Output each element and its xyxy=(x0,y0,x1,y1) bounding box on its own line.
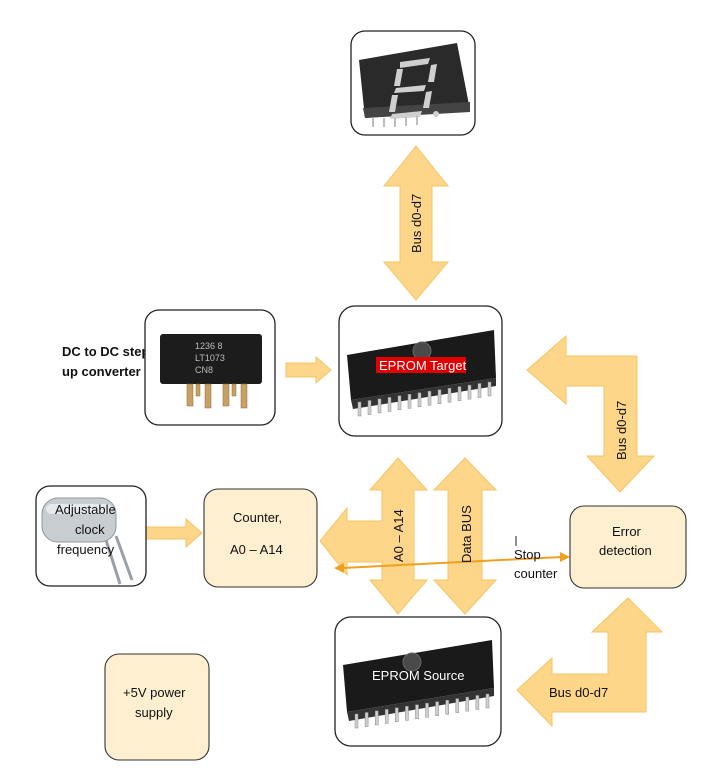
adjustable-clock-box: Adjustable clock frequency xyxy=(35,485,147,587)
dcdc-chip-marking-1: 1236 8 xyxy=(195,341,223,351)
eprom-pin xyxy=(364,712,369,727)
error-label-line2: detection xyxy=(599,543,652,558)
dcdc-label-line1: DC to DC step xyxy=(62,344,149,359)
eprom-pin xyxy=(397,395,402,411)
stop-counter-label-line2: counter xyxy=(514,566,558,581)
dcdc-converter-box: 1236 8 LT1073 CN8 xyxy=(144,309,276,426)
eprom-pin xyxy=(367,400,372,415)
eprom-pin xyxy=(377,398,382,414)
bus-arrow-bottom xyxy=(516,597,664,728)
eprom-target-label: EPROM Target xyxy=(379,358,467,373)
eprom-pin xyxy=(455,698,460,713)
eprom-pin xyxy=(475,695,480,710)
counter-label-line1: Counter, xyxy=(233,510,282,525)
power-label-line1: +5V power xyxy=(123,685,186,700)
eprom-pin xyxy=(437,389,442,404)
eprom-pin xyxy=(354,713,359,729)
eprom-source-chip-icon xyxy=(343,640,494,729)
error-detection-box: Error detection xyxy=(569,505,687,589)
bus-bottom-label: Bus d0-d7 xyxy=(549,685,608,700)
clock-label-line1: Adjustable xyxy=(55,502,116,517)
dcdc-chip-marking-3: CN8 xyxy=(195,365,213,375)
eprom-pin xyxy=(417,392,422,408)
eprom-pin xyxy=(407,394,412,409)
eprom-pin xyxy=(425,702,429,718)
data-bus-arrow xyxy=(432,457,498,615)
counter-box: Counter, A0 – A14 xyxy=(203,488,318,588)
address-bus-label: A0 – A14 xyxy=(391,509,406,562)
eprom-pin xyxy=(447,387,452,403)
eprom-pin xyxy=(415,704,419,720)
eprom-pin xyxy=(384,709,389,724)
power-label-line2: supply xyxy=(135,705,173,720)
eprom-pin xyxy=(387,397,392,412)
eprom-pin xyxy=(357,401,362,417)
eprom-target-label-bg xyxy=(376,357,466,373)
eprom-pin xyxy=(435,701,439,716)
dcdc-chip-icon: 1236 8 LT1073 CN8 xyxy=(160,334,262,409)
eprom-pin xyxy=(395,707,399,723)
error-label-line1: Error xyxy=(612,524,642,539)
bus-top-label: Bus d0-d7 xyxy=(409,194,424,253)
eprom-source-label: EPROM Source xyxy=(372,668,464,683)
bus-arrow-right xyxy=(526,334,656,493)
dcdc-to-eprom-arrow xyxy=(285,355,332,385)
eprom-pin xyxy=(485,693,490,709)
eprom-pin xyxy=(487,381,492,397)
address-bus-arrow xyxy=(319,457,429,615)
clock-to-counter-arrow xyxy=(145,517,203,549)
bus-right-label: Bus d0-d7 xyxy=(614,401,629,460)
stop-counter-label-line1: Stop xyxy=(514,547,541,562)
eprom-pin xyxy=(427,390,432,406)
eprom-source-box: EPROM Source xyxy=(334,616,502,747)
clock-label-line3: frequency xyxy=(57,542,115,557)
eprom-pin xyxy=(465,696,470,712)
eprom-pin xyxy=(445,699,449,715)
counter-label-line2: A0 – A14 xyxy=(230,542,283,557)
eprom-pin xyxy=(374,710,379,726)
clock-label-line2: clock xyxy=(75,522,105,537)
eprom-pin xyxy=(405,706,409,721)
dcdc-label-line2: up converter xyxy=(62,364,141,379)
bus-arrow-top xyxy=(382,145,450,301)
eprom-pin xyxy=(457,386,462,401)
seven-segment-display-icon xyxy=(359,43,470,127)
power-supply-box: +5V power supply xyxy=(104,653,210,761)
eprom-pin xyxy=(467,384,472,400)
seven-segment-display-box xyxy=(350,30,476,136)
data-bus-label: Data BUS xyxy=(459,505,474,563)
eprom-target-box: EPROM Target xyxy=(338,305,503,437)
crystal-oscillator-icon xyxy=(41,497,134,585)
dcdc-chip-marking-2: LT1073 xyxy=(195,353,225,363)
eprom-pin xyxy=(477,383,482,398)
stop-counter-line xyxy=(334,536,570,573)
